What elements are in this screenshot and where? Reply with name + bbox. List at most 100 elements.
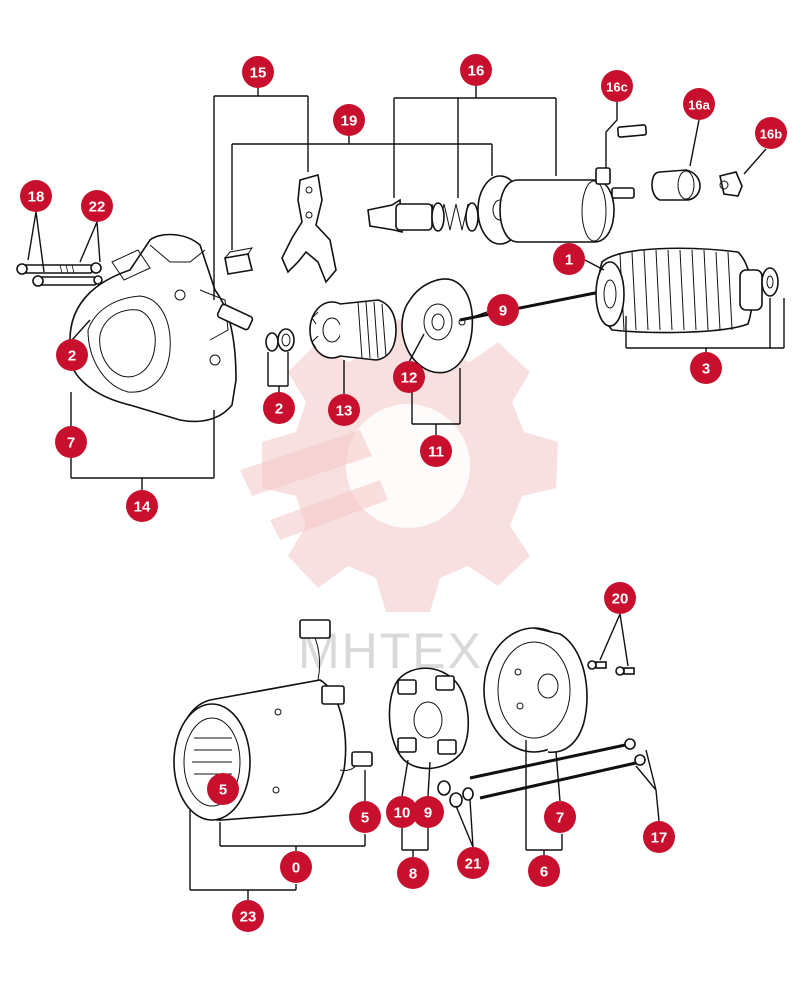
callout-number: 22 [89, 199, 106, 216]
drive-end-housing [69, 233, 237, 423]
callout-c15: 15 [242, 56, 274, 88]
callout-circle [755, 117, 787, 149]
callout-c1: 1 [553, 243, 585, 275]
callout-number: 7 [556, 810, 564, 827]
callout-number: 8 [409, 866, 417, 883]
callout-circle [386, 796, 418, 828]
callout-number: 10 [394, 805, 411, 822]
through-bolts-18-22 [16, 262, 103, 287]
callout-number: 7 [67, 435, 75, 452]
callout-number: 13 [336, 403, 353, 420]
through-bolts-17 [469, 738, 646, 800]
callout-number: 14 [134, 499, 151, 516]
solenoid-plunger [367, 198, 433, 234]
callout-c16c: 16c [601, 70, 633, 102]
callout-number: 5 [219, 782, 227, 799]
callout-circle [328, 394, 360, 426]
callout-c5b: 5 [349, 801, 381, 833]
callout-circle [553, 243, 585, 275]
callout-circle [683, 88, 715, 120]
callout-c19: 19 [333, 104, 365, 136]
callout-c9b: 9 [412, 796, 444, 828]
callout-c6: 6 [528, 855, 560, 887]
armature [459, 247, 779, 334]
callout-c22: 22 [81, 190, 113, 222]
callout-c2b: 2 [263, 392, 295, 424]
callout-c8: 8 [397, 857, 429, 889]
callout-c13: 13 [328, 394, 360, 426]
callout-number: 9 [424, 805, 432, 822]
callout-c0: 0 [280, 851, 312, 883]
callout-number: 12 [401, 370, 418, 387]
callout-c2a: 2 [56, 339, 88, 371]
solenoid-body [499, 167, 635, 243]
callout-number: 2 [68, 348, 76, 365]
callout-circle [544, 801, 576, 833]
callout-circle [487, 294, 519, 326]
callout-c9a: 9 [487, 294, 519, 326]
callout-circle [690, 352, 722, 384]
callout-c20: 20 [604, 582, 636, 614]
callout-circle [56, 339, 88, 371]
callout-circle [460, 54, 492, 86]
callout-c16a: 16a [683, 88, 715, 120]
solenoid-terminal-16c [616, 124, 648, 138]
callout-c5a: 5 [207, 773, 239, 805]
shift-lever-fork [281, 173, 337, 284]
intermediate-bearing-plate [401, 278, 474, 374]
commutator-end-cover [483, 627, 588, 753]
callout-number: 3 [702, 361, 710, 378]
callout-c23: 23 [232, 900, 264, 932]
housing-dowel [216, 303, 254, 331]
callout-number: 19 [341, 113, 358, 130]
callout-number: 20 [612, 591, 629, 608]
callout-circle [412, 796, 444, 828]
callout-circle [263, 392, 295, 424]
callout-c16: 16 [460, 54, 492, 86]
callout-circle [349, 801, 381, 833]
callout-number: 16b [760, 127, 782, 142]
callout-circle [55, 426, 87, 458]
cover-screws-20 [587, 660, 635, 676]
callout-c21: 21 [457, 847, 489, 879]
callout-circle [420, 435, 452, 467]
callout-circle [207, 773, 239, 805]
callout-number: 2 [275, 401, 283, 418]
solenoid-spring [431, 202, 479, 232]
leader-lines [27, 86, 785, 900]
callout-c11: 11 [420, 435, 452, 467]
callout-circle [643, 821, 675, 853]
callout-circle [280, 851, 312, 883]
callout-circle [242, 56, 274, 88]
callout-circle [601, 70, 633, 102]
callout-number: 18 [28, 189, 45, 206]
callout-c18: 18 [20, 180, 52, 212]
callout-c16b: 16b [755, 117, 787, 149]
washers-21 [437, 780, 474, 808]
callout-c17: 17 [643, 821, 675, 853]
callout-circle [20, 180, 52, 212]
callout-circle [393, 361, 425, 393]
callout-c12: 12 [393, 361, 425, 393]
callout-c14: 14 [126, 490, 158, 522]
callout-circle [457, 847, 489, 879]
callout-number: 1 [565, 252, 573, 269]
callout-number: 11 [428, 444, 444, 461]
callout-number: 21 [465, 856, 482, 873]
callout-number: 23 [240, 909, 257, 926]
callout-number: 17 [651, 830, 668, 847]
callout-c7b: 7 [544, 801, 576, 833]
callout-number: 5 [361, 810, 369, 827]
callout-circle [126, 490, 158, 522]
callout-c7a: 7 [55, 426, 87, 458]
callout-circle [604, 582, 636, 614]
callout-c10: 10 [386, 796, 418, 828]
callout-circle [81, 190, 113, 222]
callout-number: 16a [688, 98, 710, 113]
spacer-washers-2 [265, 328, 295, 352]
solenoid-cap-16a [651, 169, 701, 201]
callout-number: 9 [499, 303, 507, 320]
pinion-drive [309, 299, 397, 361]
